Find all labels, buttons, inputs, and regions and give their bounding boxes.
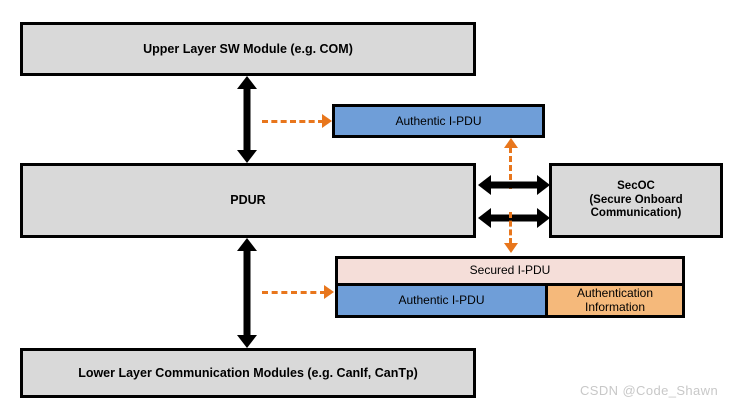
node-upper-layer-sw-module-label: Upper Layer SW Module (e.g. COM) (143, 41, 353, 56)
dashed-line-lower-to-secured-ipdu (262, 291, 326, 294)
secured-ipdu-divider (338, 283, 682, 286)
dashed-arrow-right-icon (322, 114, 332, 128)
arrow-head-left-icon (478, 175, 491, 195)
arrow-head-right-icon (537, 208, 550, 228)
arrow-shaft (243, 246, 251, 340)
arrow-pdur-to-secoc-bottom (478, 205, 550, 231)
dashed-line-upper-to-authentic-ipdu (262, 120, 324, 123)
dashed-line-secoc-to-secured-ipdu (509, 212, 512, 244)
arrow-head-down-icon (237, 335, 257, 348)
secured-ipdu-payload-row: Authentic I-PDU Authentication Informati… (338, 286, 682, 315)
node-secured-ipdu-label: Secured I-PDU (469, 263, 551, 278)
watermark-text: CSDN @Code_Shawn (580, 383, 719, 398)
node-secoc-label: SecOC (Secure Onboard Communication) (589, 180, 683, 220)
dashed-arrow-up-icon (504, 138, 518, 148)
node-lower-layer-communication-modules: Lower Layer Communication Modules (e.g. … (20, 348, 476, 398)
arrow-head-up-icon (237, 76, 257, 89)
arrow-head-left-icon (478, 208, 491, 228)
arrow-upper-layer-to-pdur (227, 76, 267, 163)
node-pdur: PDUR (20, 163, 476, 238)
node-authentic-ipdu-bottom: Authentic I-PDU (338, 286, 545, 315)
arrow-head-right-icon (537, 175, 550, 195)
node-secured-ipdu-composite: Secured I-PDU Authentic I-PDU Authentica… (335, 256, 685, 318)
node-authentication-information: Authentication Information (545, 286, 682, 315)
dashed-line-authentic-ipdu-to-secoc (509, 147, 512, 189)
node-authentic-ipdu-top-label: Authentic I-PDU (395, 113, 482, 128)
arrow-head-up-icon (237, 238, 257, 251)
node-authentication-information-label: Authentication Information (576, 286, 654, 314)
node-upper-layer-sw-module: Upper Layer SW Module (e.g. COM) (20, 22, 476, 76)
arrow-shaft (487, 181, 541, 189)
arrow-shaft (243, 84, 251, 155)
secured-ipdu-header-row: Secured I-PDU (338, 259, 682, 283)
arrow-head-down-icon (237, 150, 257, 163)
node-secured-ipdu: Secured I-PDU (338, 259, 682, 283)
node-authentic-ipdu-bottom-label: Authentic I-PDU (398, 292, 485, 307)
arrow-shaft (487, 214, 541, 222)
arrow-pdur-to-lower-layer (227, 238, 267, 348)
node-authentic-ipdu-top: Authentic I-PDU (332, 104, 545, 138)
dashed-arrow-down-icon (504, 243, 518, 253)
node-pdur-label: PDUR (230, 193, 266, 208)
dashed-arrow-right-icon (324, 285, 334, 299)
node-lower-layer-communication-modules-label: Lower Layer Communication Modules (e.g. … (78, 365, 418, 380)
arrow-pdur-to-secoc-top (478, 172, 550, 198)
node-secoc: SecOC (Secure Onboard Communication) (549, 163, 723, 238)
